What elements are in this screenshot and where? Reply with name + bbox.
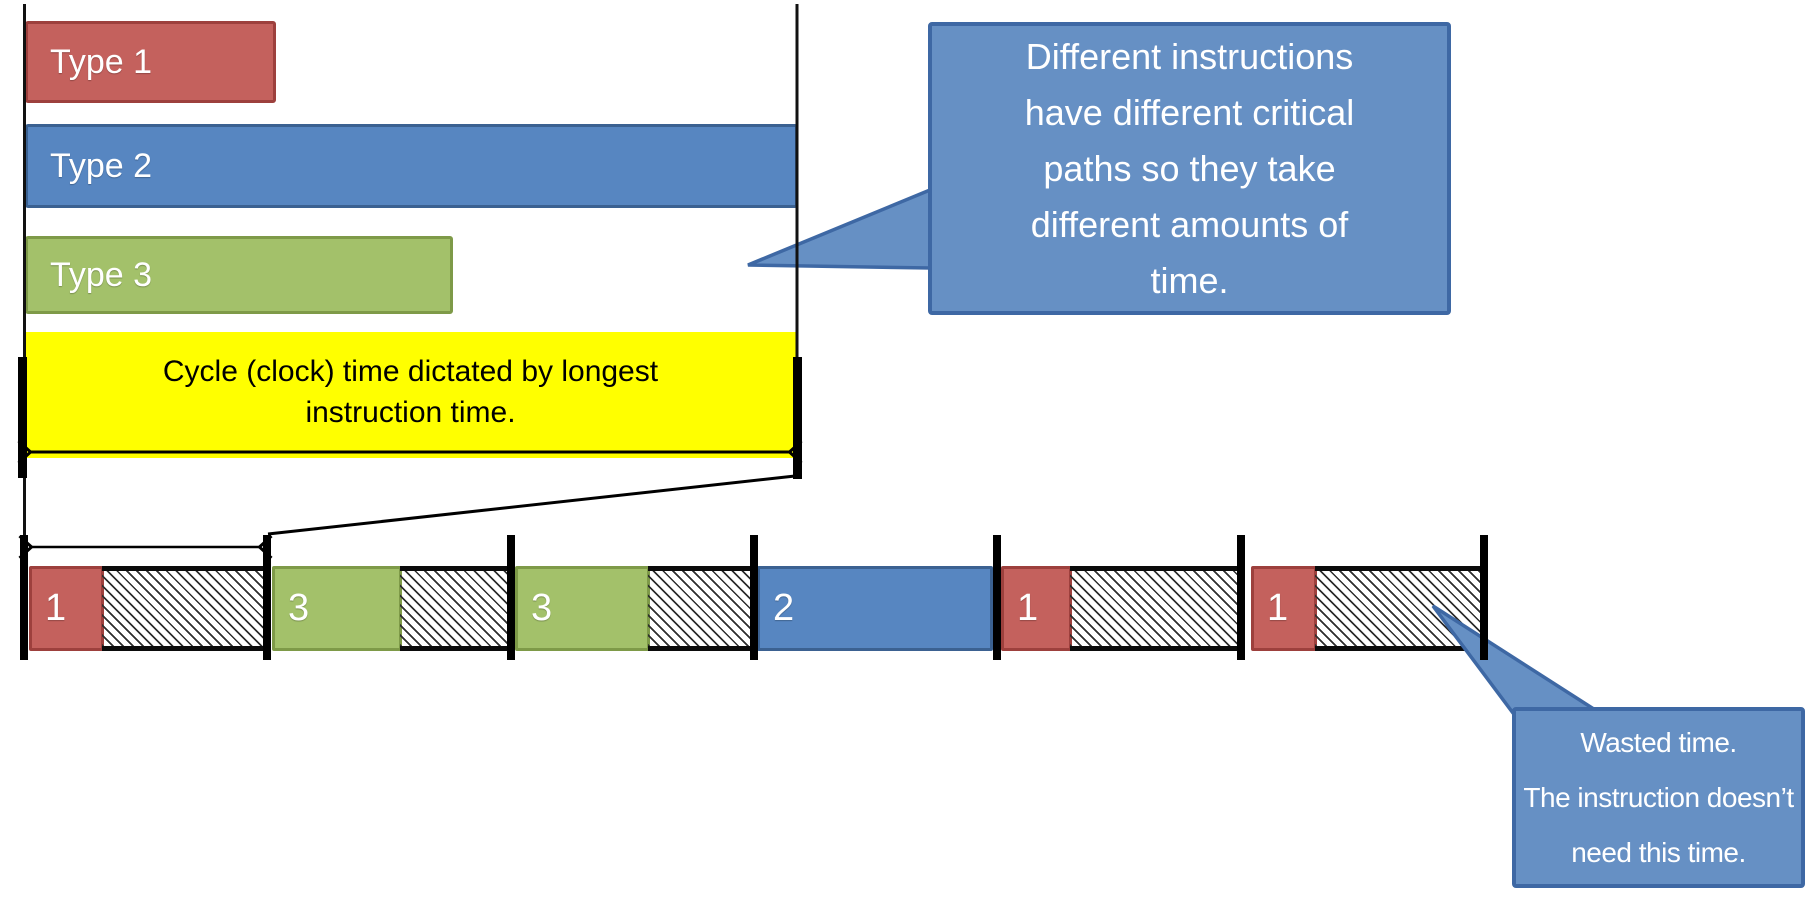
cycle-6-wasted-time-hatch	[1315, 566, 1481, 651]
type-1-bar-label: Type 1	[50, 42, 153, 81]
cycle-2-instruction-type-label: 3	[288, 587, 310, 629]
cycle-4-instruction-segment: 2	[757, 566, 993, 651]
critical-path-callout-line5: time.	[1150, 259, 1229, 301]
cycle-5-wasted-time-hatch	[1070, 566, 1238, 651]
cycle-5-instruction-segment: 1	[1001, 566, 1072, 651]
critical-path-callout-line2: have different critical	[1024, 91, 1355, 133]
cycle-3-wasted-time-hatch	[648, 566, 751, 651]
cycle-6-instruction-segment: 1	[1251, 566, 1317, 651]
cycle-2-wasted-time-hatch	[400, 566, 508, 651]
type-1-bar: Type 1	[25, 21, 276, 103]
critical-path-callout-line4: different amounts of	[1030, 203, 1349, 245]
cycle-1-instruction-type-label: 1	[45, 587, 67, 629]
wasted-time-callout: Wasted time. The instruction doesn’t nee…	[1512, 707, 1805, 888]
type-3-bar-label: Type 3	[50, 255, 153, 294]
type-3-bar: Type 3	[25, 236, 453, 314]
cycle-3-instruction-type-label: 3	[531, 587, 553, 629]
critical-path-callout: Different instructions have different cr…	[928, 22, 1451, 315]
cycle-6-instruction-type-label: 1	[1267, 587, 1289, 629]
type-2-bar: Type 2	[25, 124, 798, 208]
wasted-time-callout-line3: need this time.	[1571, 837, 1746, 868]
cycle-2-instruction-segment: 3	[272, 566, 402, 651]
cycle-5-instruction-type-label: 1	[1017, 587, 1039, 629]
cycle-3-instruction-segment: 3	[515, 566, 650, 651]
cycle-time-note-line2: instruction time.	[305, 396, 516, 429]
cycle-1-instruction-segment: 1	[29, 566, 104, 651]
cycle-time-note-line1: Cycle (clock) time dictated by longest	[162, 355, 659, 388]
wasted-time-callout-line1: Wasted time.	[1580, 727, 1737, 758]
cycle-4-instruction-type-label: 2	[773, 587, 795, 629]
wasted-time-callout-line2: The instruction doesn’t	[1523, 782, 1794, 813]
critical-path-callout-line3: paths so they take	[1043, 147, 1336, 189]
cycle-1-wasted-time-hatch	[102, 566, 264, 651]
cycle-time-note: Cycle (clock) time dictated by longest i…	[24, 332, 797, 458]
type-2-bar-label: Type 2	[50, 146, 153, 185]
critical-path-callout-line1: Different instructions	[1025, 35, 1354, 77]
